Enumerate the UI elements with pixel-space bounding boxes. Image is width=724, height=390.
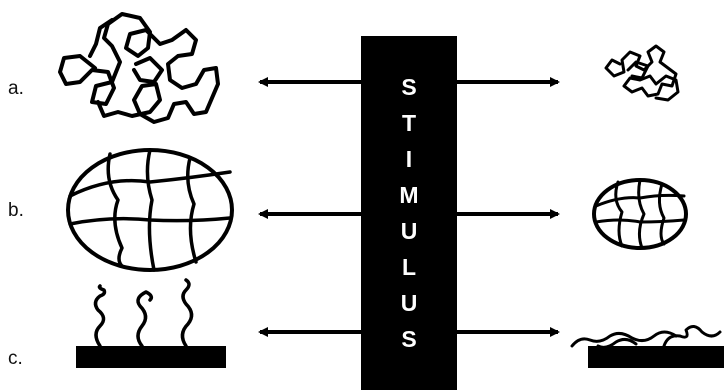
swollen-network-b xyxy=(68,150,232,270)
stimulus-letter-7: U xyxy=(361,292,457,315)
collapsed-coil-a xyxy=(606,46,678,100)
expanded-coil-a xyxy=(60,14,218,122)
stimulus-letter-5: U xyxy=(361,220,457,243)
stimulus-letter-8: S xyxy=(361,328,457,351)
collapsed-brush-c xyxy=(572,326,724,368)
extended-brush-c xyxy=(76,280,226,368)
stimulus-letter-1: S xyxy=(361,76,457,99)
stimulus-letter-3: I xyxy=(361,148,457,171)
shrunken-network-b xyxy=(594,180,686,248)
stimulus-letter-6: L xyxy=(361,256,457,279)
stimulus-letter-4: M xyxy=(361,184,457,207)
stimulus-box: S T I M U L U S xyxy=(361,36,457,390)
stimulus-letter-2: T xyxy=(361,112,457,135)
